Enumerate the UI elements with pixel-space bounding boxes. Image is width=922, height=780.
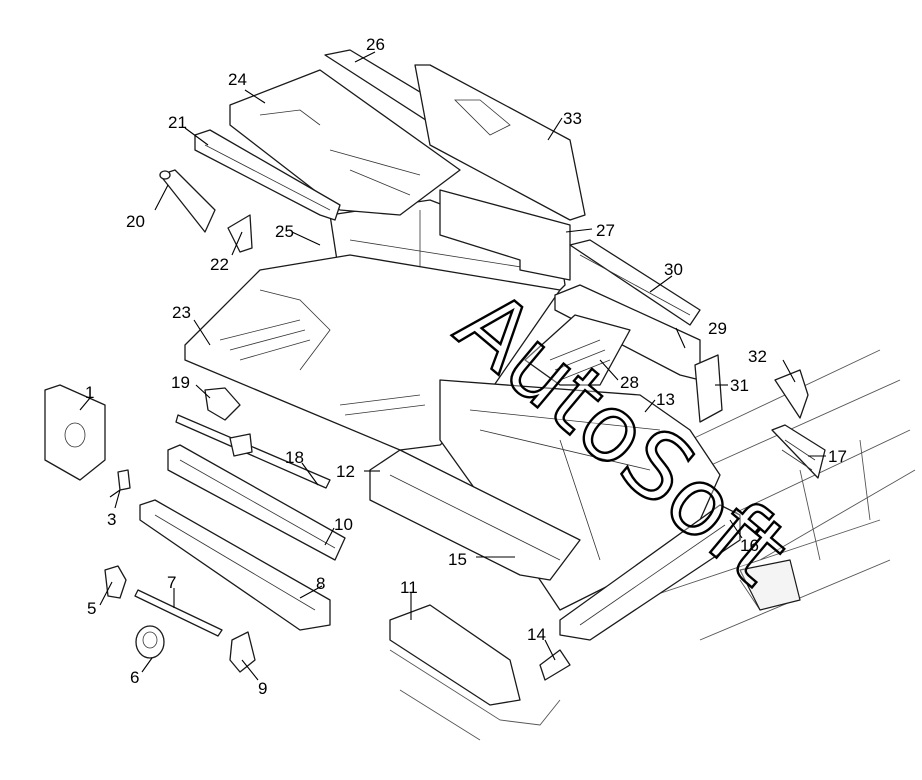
callout-29: 29 bbox=[708, 319, 727, 338]
callout-21: 21 bbox=[168, 113, 187, 132]
callout-15: 15 bbox=[448, 550, 467, 569]
side-member-16 bbox=[559, 504, 741, 641]
tie-rod-7 bbox=[134, 589, 223, 637]
panel-17 bbox=[771, 424, 826, 479]
mirror-bracket bbox=[227, 214, 253, 253]
side-rail-30 bbox=[569, 239, 701, 326]
mount-6 bbox=[135, 625, 165, 659]
bracket-31 bbox=[694, 354, 723, 423]
callout-11: 11 bbox=[400, 578, 418, 597]
subframe-assembly bbox=[389, 604, 571, 741]
callout-6: 6 bbox=[130, 668, 139, 687]
callout-16: 16 bbox=[740, 536, 759, 555]
callout-31: 31 bbox=[730, 376, 749, 395]
callout-leaders bbox=[79, 51, 826, 681]
callout-12: 12 bbox=[336, 462, 355, 481]
sun-visor bbox=[159, 169, 216, 233]
rod-18 bbox=[175, 414, 331, 489]
callout-13: 13 bbox=[656, 390, 675, 409]
callout-22: 22 bbox=[210, 255, 229, 274]
callout-28: 28 bbox=[620, 373, 639, 392]
callout-19: 19 bbox=[171, 373, 190, 392]
callout-25: 25 bbox=[275, 222, 294, 241]
callout-24: 24 bbox=[228, 70, 247, 89]
rear-shelf-panel bbox=[229, 69, 461, 216]
callout-3: 3 bbox=[107, 510, 116, 529]
callout-17: 17 bbox=[828, 447, 847, 466]
crossmember-10 bbox=[167, 444, 346, 561]
callout-20: 20 bbox=[126, 212, 145, 231]
callout-18: 18 bbox=[285, 448, 304, 467]
rear-seat-panel bbox=[439, 189, 571, 281]
mount-5 bbox=[104, 565, 127, 599]
callout-14: 14 bbox=[527, 625, 546, 644]
callout-26: 26 bbox=[366, 35, 385, 54]
callout-23: 23 bbox=[172, 303, 191, 322]
callout-33: 33 bbox=[563, 109, 582, 128]
callout-1: 1 bbox=[85, 383, 94, 402]
callout-7: 7 bbox=[167, 573, 176, 592]
callout-27: 27 bbox=[596, 221, 615, 240]
mount-9 bbox=[229, 631, 256, 673]
callout-8: 8 bbox=[316, 574, 325, 593]
bracket-32 bbox=[774, 369, 809, 419]
seat-base-panel bbox=[524, 314, 631, 386]
callout-30: 30 bbox=[664, 260, 683, 279]
callout-10: 10 bbox=[334, 515, 353, 534]
callout-9: 9 bbox=[258, 679, 267, 698]
callout-5: 5 bbox=[87, 599, 96, 618]
crossmember-15 bbox=[369, 449, 581, 581]
rear-bulkhead-panel bbox=[414, 64, 586, 221]
crossmember-8 bbox=[139, 499, 331, 631]
bracket-19 bbox=[204, 387, 241, 421]
cross-rail-21 bbox=[194, 129, 341, 221]
bracket-1 bbox=[44, 384, 106, 481]
clip-3 bbox=[109, 469, 131, 498]
callout-32: 32 bbox=[748, 347, 767, 366]
